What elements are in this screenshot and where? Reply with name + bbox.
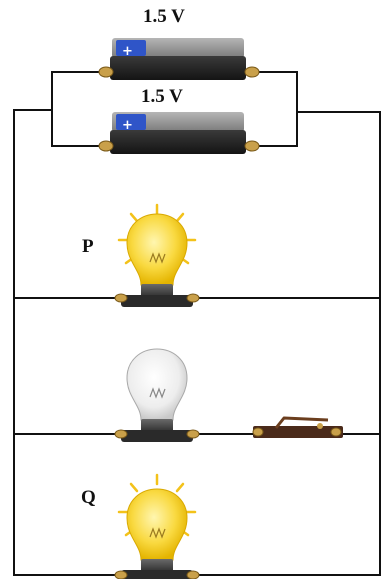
switch [252,416,343,438]
wire-battery-left-bus [51,71,106,147]
battery-top: + [98,38,260,80]
bulb-middle-base [141,419,173,433]
bulb-p-label: P [82,236,94,257]
switch-base [253,426,343,438]
bulb-p-terminal-left [114,293,128,303]
battery-bottom-accent [116,114,146,130]
bulb-q-terminal-left [114,570,128,579]
bulb-q-filament [149,527,166,539]
switch-pivot [317,423,323,429]
bulb-middle-filament [149,387,166,399]
bulb-middle-terminal-right [186,429,200,439]
bulb-middle-terminal-left [114,429,128,439]
wire-left-rail [13,109,52,576]
bulb-q-base [141,559,173,573]
bulb-middle-holder [121,430,193,442]
battery-top-terminal-left [98,66,114,78]
bulb-p [114,203,200,307]
bulb-p-terminal-right [186,293,200,303]
bulb-p-base [141,284,173,298]
bulb-p-filament [149,252,166,264]
bulb-q-glass [126,488,188,561]
bulb-p-glass [126,213,188,286]
bulb-q-label: Q [81,487,96,508]
bulb-q-terminal-right [186,570,200,579]
battery-top-voltage-label: 1.5 V [143,6,185,27]
switch-lever [274,416,329,429]
battery-top-body [110,56,246,80]
bulb-middle-glass [126,348,188,421]
battery-bottom-terminal-left [98,140,114,152]
battery-top-terminal-right [244,66,260,78]
battery-bottom-body [110,130,246,154]
battery-bottom-plus-sign: + [122,118,133,133]
battery-bottom: + [98,112,260,154]
bulb-middle [114,348,200,442]
bulb-q [114,473,200,579]
wires [13,71,381,576]
switch-terminal-left [252,427,264,437]
wire-right-rail [297,111,381,576]
battery-bottom-voltage-label: 1.5 V [141,86,183,107]
wire-battery-right-bus [255,71,298,147]
bulb-q-holder [121,570,193,579]
battery-top-accent [116,40,146,56]
battery-top-plus-sign: + [122,44,133,59]
bulb-p-holder [121,295,193,307]
battery-bottom-terminal-right [244,140,260,152]
switch-terminal-right [330,427,342,437]
